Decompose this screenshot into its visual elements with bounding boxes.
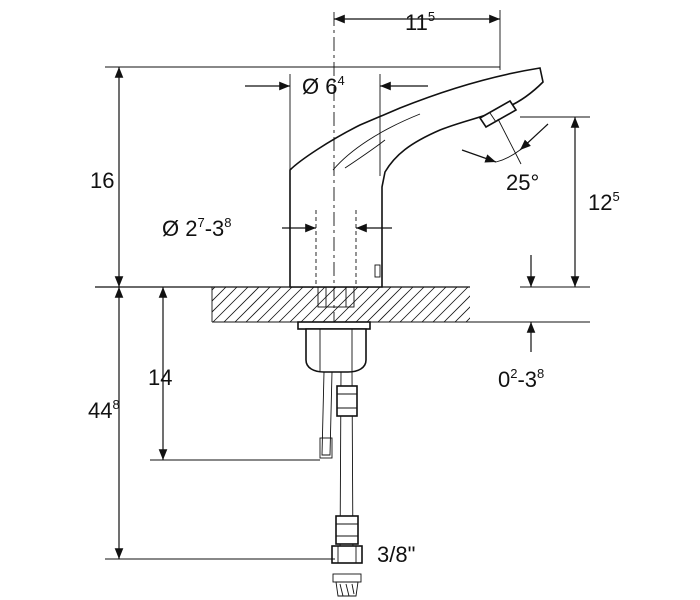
sensor-window [374,264,381,278]
hatch-line [212,287,238,313]
hatch-line [499,287,534,322]
svg-text:16: 16 [90,168,114,193]
svg-text:25°: 25° [506,170,539,195]
hatch-line [410,287,447,322]
svg-text:125: 125 [588,189,620,215]
dim-counter-thickness: 02-38 [498,322,544,392]
mounting-assembly [297,286,371,373]
svg-text:Ø 64: Ø 64 [302,73,345,99]
hatch-line [366,287,403,322]
hatch-line [311,287,348,322]
hatch-line [300,287,337,322]
hatch-line [477,287,512,322]
hatch-line [333,287,370,322]
hatch-line [344,287,381,322]
hatch-line [421,287,458,322]
connection-thread-label: 3/8" [377,542,415,567]
hatch-line [278,287,315,322]
hatch-line [488,287,523,322]
hatch-line [234,287,271,322]
hatch-line [212,287,249,322]
hatch-line [388,287,425,322]
svg-text:02-38: 02-38 [498,366,544,392]
svg-text:115: 115 [405,9,435,35]
dim-outlet-height: 125 [526,117,620,287]
countertop [95,286,590,323]
dim-spout-angle: 25° [461,118,549,195]
hatch-line [443,295,470,322]
dim-spout-diameter: Ø 64 [245,73,428,99]
hatch-line [212,287,227,302]
hatch-line [267,287,304,322]
dim-overall-height: 16 [90,67,124,287]
hatch-line [256,287,293,322]
hatch-line [223,287,260,322]
svg-text:14: 14 [148,365,172,390]
dim-below-counter-total: 448 [88,287,124,559]
supply-hose [319,371,363,564]
hatch-line [377,287,414,322]
hatch-line [322,287,359,322]
hatch-line [399,287,436,322]
svg-text:448: 448 [88,397,120,423]
aerator [478,99,518,129]
svg-text:Ø 27-38: Ø 27-38 [162,215,232,241]
hatch-line [465,317,470,322]
hatch-line [245,287,282,322]
dim-top-width: 115 [334,9,500,35]
hatch-line [289,287,326,322]
strainer [332,573,362,597]
hatch-line [355,287,392,322]
dim-below-counter-short: 14 [148,287,172,460]
hatch-line [454,306,470,322]
hatch-line [432,287,469,322]
hatch-line [212,287,216,291]
dim-hole-diameter: Ø 27-38 [162,215,392,241]
